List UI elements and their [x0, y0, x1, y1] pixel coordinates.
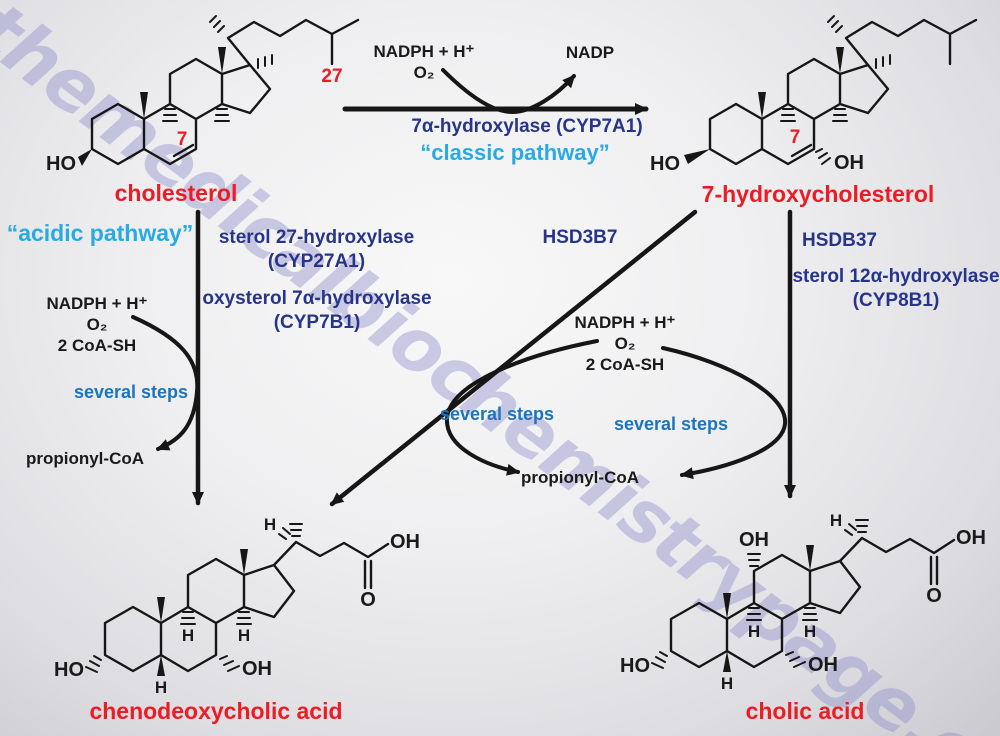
arrow-cholic-steps-cofactor-curve	[661, 346, 788, 480]
propionyl-coa-left: propionyl-CoA	[25, 449, 145, 468]
cholic-ring-bonds	[669, 553, 862, 669]
cdca-h8-label: H	[182, 626, 194, 645]
7hc-double-bond	[790, 143, 813, 158]
7hc-c19-methyl	[758, 92, 766, 119]
7hc-oh7-label: OH	[834, 152, 864, 174]
cholic-side-chain	[838, 536, 956, 586]
cholesterol-stereo-hashes	[162, 15, 273, 122]
cdca-stereo-hashes	[85, 523, 303, 673]
arrow-top-cofactor-curve	[441, 68, 576, 115]
arrow-cdca-steps-cofactor-curve	[444, 339, 599, 476]
oxysterol-line1: oxysterol 7α-hydroxylase	[202, 288, 432, 309]
enzyme-sterol-12a-hydroxylase: sterol 12α-hydroxylase (CYP8B1)	[776, 265, 1000, 313]
cholic-c18-methyl	[806, 545, 814, 571]
cholic-stereo-hashes	[651, 519, 869, 669]
acidic-pathway-label: “acidic pathway”	[6, 220, 194, 246]
cholic-h20-label: H	[830, 511, 842, 530]
chenodeoxycholic-acid-name: chenodeoxycholic acid	[89, 698, 343, 724]
7hc-ho-wedge	[684, 149, 710, 164]
cholic-oh12-label: OH	[739, 529, 769, 551]
sterol27-line2: (CYP27A1)	[267, 251, 366, 272]
cdca-oh7-label: OH	[242, 658, 272, 680]
cholesterol-c18-methyl	[218, 47, 226, 74]
cholesterol-c7-number: 7	[177, 129, 188, 150]
7hc-stereo-hashes	[780, 15, 891, 165]
enzyme-oxysterol-7a-hydroxylase: oxysterol 7α-hydroxylase (CYP7B1)	[192, 287, 442, 335]
cholic-h8-label: H	[748, 622, 760, 641]
cholic-h5-label: H	[721, 674, 733, 693]
classic-pathway-label: “classic pathway”	[420, 140, 610, 165]
acidic-coash-label: 2 CoA-SH	[57, 336, 137, 355]
cdca-ho3-label: HO	[54, 659, 84, 681]
cdca-cooh-oh-label: OH	[390, 531, 420, 553]
cdca-h20-label: H	[264, 515, 276, 534]
7hc-c18-methyl	[836, 47, 844, 74]
oxysterol-line2: (CYP7B1)	[273, 312, 361, 333]
acidic-o2-label: O₂	[86, 315, 108, 334]
cdca-h14-label: H	[238, 626, 250, 645]
cholesterol-ho-wedge	[78, 149, 92, 166]
cholesterol-name: cholesterol	[114, 180, 238, 206]
acidic-cofactors: NADPH + H⁺ O₂ 2 CoA-SH	[27, 293, 167, 356]
cdca-h5-wedge	[157, 655, 165, 676]
cholic-cooh-o-label: O	[926, 585, 942, 607]
7hc-c7-number: 7	[790, 127, 801, 148]
enzyme-sterol-27-hydroxylase: sterol 27-hydroxylase (CYP27A1)	[204, 226, 429, 274]
cdca-h5-label: H	[155, 678, 167, 697]
enzyme-hsdb37: HSDB37	[802, 230, 877, 251]
cdca-side-chain	[272, 540, 390, 590]
cholic-acid-structure: OH HO OH H H H H OH O	[620, 511, 986, 693]
cdca-ring-bonds	[103, 557, 296, 673]
top-cofactors-in: NADPH + H⁺ O₂	[344, 41, 504, 83]
top-nadp-label: NADP	[565, 43, 615, 62]
top-nadph-label: NADPH + H⁺	[373, 42, 475, 61]
7hc-ho-label: HO	[650, 153, 680, 175]
cholesterol-ho-label: HO	[46, 153, 76, 175]
several-steps-right: several steps	[613, 414, 729, 434]
arrow-acidic-cofactor-curve	[131, 315, 200, 451]
cholic-acid-name: cholic acid	[745, 698, 865, 724]
cholic-h14-label: H	[804, 622, 816, 641]
chenodeoxycholic-acid-structure: HO OH H H H H OH O	[54, 515, 420, 697]
cholesterol-side-chain	[226, 18, 360, 67]
center-nadph-label: NADPH + H⁺	[574, 313, 676, 332]
cholic-oh7-label: OH	[808, 654, 838, 676]
propionyl-coa-middle: propionyl-CoA	[520, 468, 640, 487]
cholesterol-c27-number: 27	[321, 66, 342, 87]
cholic-c19-methyl	[723, 593, 731, 619]
cdca-c19-methyl	[157, 597, 165, 623]
arrow-7hydroxycholesterol-to-chenodeoxycholic	[329, 209, 698, 507]
7-hydroxycholesterol-name: 7-hydroxycholesterol	[701, 181, 935, 207]
enzyme-hsd3b7: HSD3B7	[542, 227, 618, 248]
cholesterol-ring-bonds	[90, 57, 272, 166]
cholesterol-structure: HO 7 27	[46, 15, 360, 175]
7-hydroxycholesterol-structure: HO 7 OH	[650, 15, 978, 175]
enzyme-cyp7a1: 7α-hydroxylase (CYP7A1)	[411, 116, 643, 137]
several-steps-middle: several steps	[439, 404, 555, 424]
cholesterol-c19-methyl	[140, 92, 148, 119]
cholesterol-double-bond	[172, 143, 195, 158]
center-cofactors: NADPH + H⁺ O₂ 2 CoA-SH	[555, 312, 695, 375]
cdca-cooh-o-label: O	[360, 589, 376, 611]
sterol12-line2: (CYP8B1)	[852, 290, 940, 311]
cholic-cooh-oh-label: OH	[956, 527, 986, 549]
7hc-side-chain	[844, 18, 978, 67]
cdca-c18-methyl	[240, 549, 248, 575]
sterol12-line1: sterol 12α-hydroxylase	[792, 266, 1000, 287]
sterol27-line1: sterol 27-hydroxylase	[218, 227, 415, 248]
cholic-ho3-label: HO	[620, 655, 650, 677]
center-coash-label: 2 CoA-SH	[585, 355, 665, 374]
acidic-nadph-label: NADPH + H⁺	[46, 294, 148, 313]
center-o2-label: O₂	[614, 334, 636, 353]
cholic-h5-wedge	[723, 651, 731, 672]
several-steps-left: several steps	[73, 382, 189, 402]
top-o2-label: O₂	[413, 63, 435, 82]
7hc-ring-bonds	[708, 57, 890, 166]
